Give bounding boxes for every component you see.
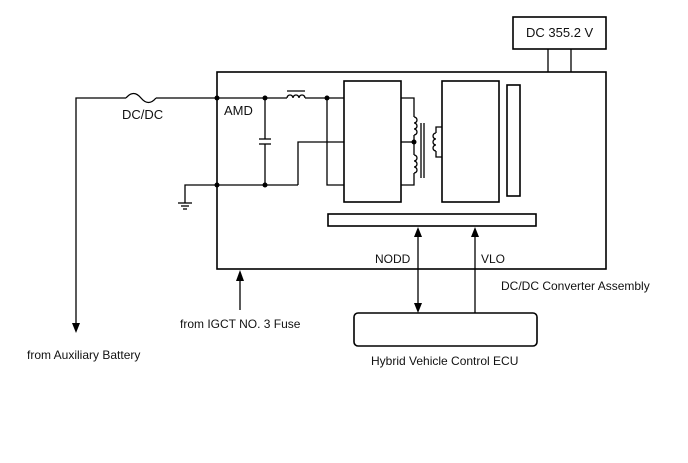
amd-label: AMD	[224, 103, 253, 118]
nodd-arrow-down	[414, 303, 422, 313]
secondary-coil-lower	[413, 154, 418, 174]
fuse-symbol	[125, 92, 157, 104]
dc-supply-box	[512, 16, 607, 50]
primary-coil	[432, 132, 437, 152]
aux-battery-wire	[75, 97, 126, 324]
ground-wire	[184, 184, 217, 203]
nodd-arrow-up	[414, 227, 422, 237]
terminal-strip	[506, 84, 521, 197]
secondary-coil-upper	[413, 116, 418, 136]
igct-fuse-label: from IGCT NO. 3 Fuse	[180, 317, 301, 331]
igct-arrowhead	[236, 270, 244, 281]
fuse-label: DC/DC	[122, 107, 164, 122]
junction-dot	[262, 95, 268, 101]
converter-assembly-box	[216, 71, 607, 270]
vlo-arrow-up	[471, 227, 479, 237]
output-choke-coil	[286, 94, 306, 99]
primary-top-wire	[435, 126, 442, 133]
lv-sense-wire	[326, 98, 344, 186]
assembly-label: DC/DC Converter Assembly	[501, 279, 650, 293]
junction-dot	[214, 182, 220, 188]
aux-battery-label: from Auxiliary Battery	[27, 348, 141, 362]
ecu-label: Hybrid Vehicle Control ECU	[371, 354, 519, 368]
inverter-block	[441, 80, 500, 203]
dc-supply-label: DC 355.2 V	[526, 25, 594, 40]
aux-battery-arrowhead	[72, 323, 80, 333]
lv-return-wire	[297, 141, 344, 185]
junction-dot	[214, 95, 220, 101]
secondary-top-wire	[401, 97, 415, 117]
control-circuit-bar	[327, 213, 537, 227]
vlo-label: VLO	[481, 252, 506, 266]
primary-bottom-wire	[435, 151, 442, 158]
secondary-bottom-wire	[401, 173, 415, 186]
junction-dot	[262, 182, 268, 188]
nodd-label: NODD	[375, 252, 411, 266]
rectifier-block	[343, 80, 402, 203]
junction-dot	[324, 95, 330, 101]
ecu-box	[353, 312, 538, 347]
